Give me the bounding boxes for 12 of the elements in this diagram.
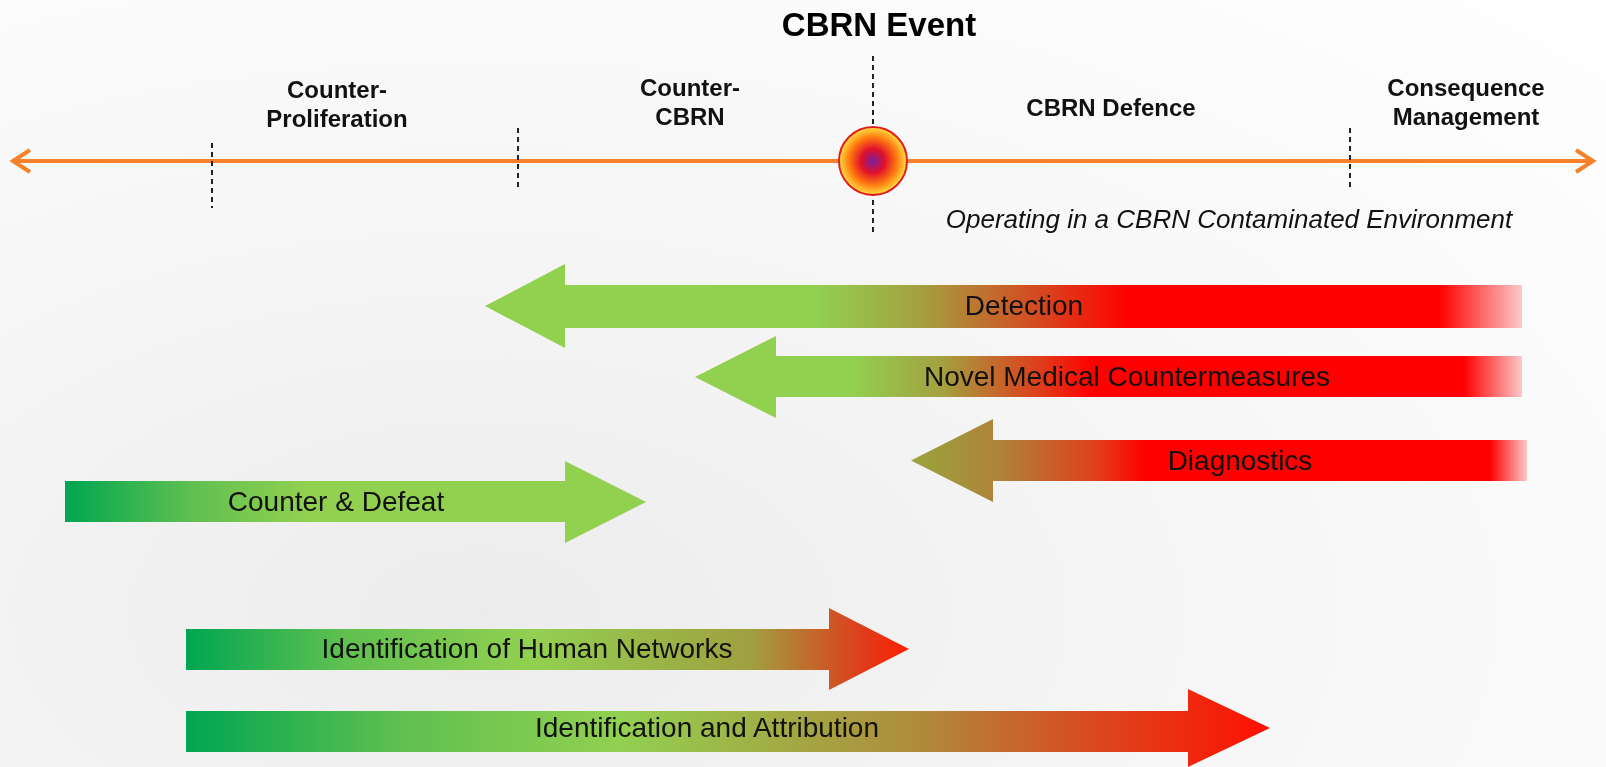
phase-label: Consequence Management: [1386, 74, 1546, 132]
note-text: Operating in a CBRN Contaminated Environment: [944, 204, 1514, 236]
arrow-label: Counter & Defeat: [227, 486, 445, 518]
arrow-label: Diagnostics: [1167, 444, 1313, 477]
phase-label: Counter- CBRN: [639, 74, 741, 132]
phase-label: CBRN Defence: [1025, 94, 1197, 123]
arrow-label: Novel Medical Countermeasures: [923, 361, 1331, 393]
phase-label: Counter- Proliferation: [265, 76, 409, 134]
arrow-label: Identification of Human Networks: [321, 633, 733, 665]
arrow-label: Detection: [964, 290, 1084, 322]
arrow-label: Identification and Attribution: [535, 712, 879, 744]
diagram-title: CBRN Event: [781, 6, 977, 44]
